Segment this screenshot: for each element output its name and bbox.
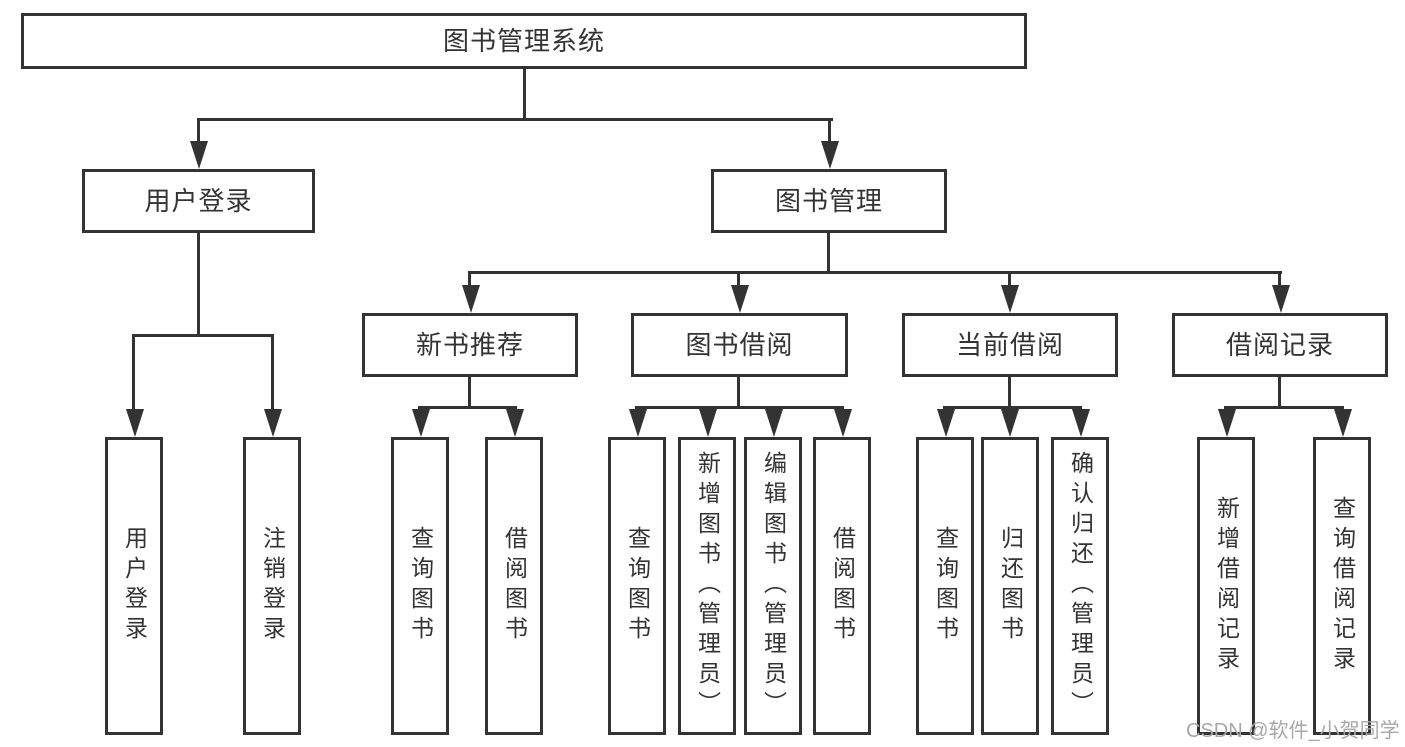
- node-user-login: 用户登录: [82, 169, 315, 233]
- arrowhead-br-query-icon: [1334, 409, 1352, 437]
- node-library-system: 图书管理系统: [21, 13, 1027, 69]
- leaf-cb-return-book: 归还图书: [981, 437, 1039, 735]
- leaf-logout: 注销登录: [243, 437, 301, 735]
- arrowhead-bb-borrow-icon: [834, 409, 852, 437]
- arrowhead-bb-edit-icon: [765, 409, 783, 437]
- connector-user-login-hline: [132, 334, 274, 337]
- leaf-bb-add-book-admin-label: 新增图书（管理员）: [694, 451, 721, 721]
- connector-book-mgmt-stub-3: [1008, 271, 1011, 288]
- arrowhead-borrow-records-icon: [1272, 285, 1290, 313]
- connector-book-mgmt-stub-4: [1278, 271, 1281, 288]
- leaf-cb-confirm-return-admin-label: 确认归还（管理员）: [1067, 451, 1094, 721]
- connector-root-stub-left: [197, 118, 200, 144]
- connector-new-books-vline: [468, 377, 471, 408]
- node-new-book-recommend: 新书推荐: [362, 313, 578, 377]
- connector-book-mgmt-stub-1: [468, 271, 471, 288]
- leaf-br-add-record-label: 新增借阅记录: [1213, 496, 1240, 676]
- connector-user-login-stub-2: [271, 334, 274, 412]
- connector-current-hline: [943, 406, 1082, 409]
- leaf-bb-edit-book-admin: 编辑图书（管理员）: [744, 437, 802, 735]
- leaf-nb-borrow-books: 借阅图书: [485, 437, 543, 735]
- leaf-cb-confirm-return-admin: 确认归还（管理员）: [1051, 437, 1109, 735]
- leaf-bb-add-book-admin: 新增图书（管理员）: [678, 437, 736, 735]
- node-book-borrowing: 图书借阅: [631, 313, 848, 377]
- node-book-management: 图书管理: [711, 169, 947, 233]
- leaf-br-query-record-label: 查询借阅记录: [1329, 496, 1356, 676]
- arrowhead-br-add-icon: [1218, 409, 1236, 437]
- leaf-bb-edit-book-admin-label: 编辑图书（管理员）: [760, 451, 787, 721]
- connector-borrowing-hline: [635, 406, 844, 409]
- leaf-cb-query-books: 查询图书: [916, 437, 974, 735]
- leaf-cb-query-books-label: 查询图书: [932, 526, 959, 646]
- arrowhead-bb-add-icon: [699, 409, 717, 437]
- leaf-cb-return-book-label: 归还图书: [997, 526, 1024, 646]
- arrowhead-nb-query-icon: [412, 409, 430, 437]
- leaf-nb-borrow-books-label: 借阅图书: [501, 526, 528, 646]
- node-borrow-records: 借阅记录: [1172, 313, 1388, 377]
- arrowhead-new-book-recommend-icon: [462, 285, 480, 313]
- leaf-br-query-record: 查询借阅记录: [1313, 437, 1371, 735]
- leaf-user-login: 用户登录: [105, 437, 163, 735]
- leaf-bb-borrow-books-label: 借阅图书: [829, 526, 856, 646]
- connector-records-hline: [1224, 406, 1344, 409]
- leaf-bb-query-books-label: 查询图书: [624, 526, 651, 646]
- connector-new-books-hline: [418, 406, 517, 409]
- leaf-bb-borrow-books: 借阅图书: [813, 437, 871, 735]
- leaf-bb-query-books: 查询图书: [608, 437, 666, 735]
- arrowhead-cb-confirm-icon: [1072, 409, 1090, 437]
- connector-root-stub-right: [828, 118, 831, 144]
- connector-user-login-stub-1: [132, 334, 135, 412]
- connector-borrowing-vline: [737, 377, 740, 408]
- arrowhead-bb-query-icon: [629, 409, 647, 437]
- arrowhead-book-management-icon: [821, 141, 839, 169]
- arrowhead-current-borrowing-icon: [1001, 285, 1019, 313]
- connector-root-hline: [197, 118, 833, 121]
- connector-root-vline: [523, 69, 526, 120]
- leaf-nb-query-books-label: 查询图书: [407, 526, 434, 646]
- arrowhead-cb-return-icon: [1001, 409, 1019, 437]
- watermark: CSDN @软件_小贺同学: [1186, 720, 1400, 742]
- leaf-br-add-record: 新增借阅记录: [1197, 437, 1255, 735]
- connector-book-mgmt-vline: [827, 233, 830, 273]
- arrowhead-leaf-logout-icon: [264, 409, 282, 437]
- arrowhead-user-login-icon: [190, 141, 208, 169]
- arrowhead-nb-borrow-icon: [506, 409, 524, 437]
- connector-user-login-vline: [197, 233, 200, 336]
- arrowhead-cb-query-icon: [937, 409, 955, 437]
- node-current-borrowing: 当前借阅: [902, 313, 1118, 377]
- connector-book-mgmt-stub-2: [737, 271, 740, 288]
- connector-current-vline: [1008, 377, 1011, 408]
- leaf-logout-label: 注销登录: [259, 526, 286, 646]
- connector-book-mgmt-hline: [468, 271, 1282, 274]
- leaf-nb-query-books: 查询图书: [391, 437, 449, 735]
- leaf-user-login-label: 用户登录: [121, 526, 148, 646]
- arrowhead-book-borrowing-icon: [731, 285, 749, 313]
- connector-records-vline: [1278, 377, 1281, 408]
- arrowhead-leaf-user-login-icon: [126, 409, 144, 437]
